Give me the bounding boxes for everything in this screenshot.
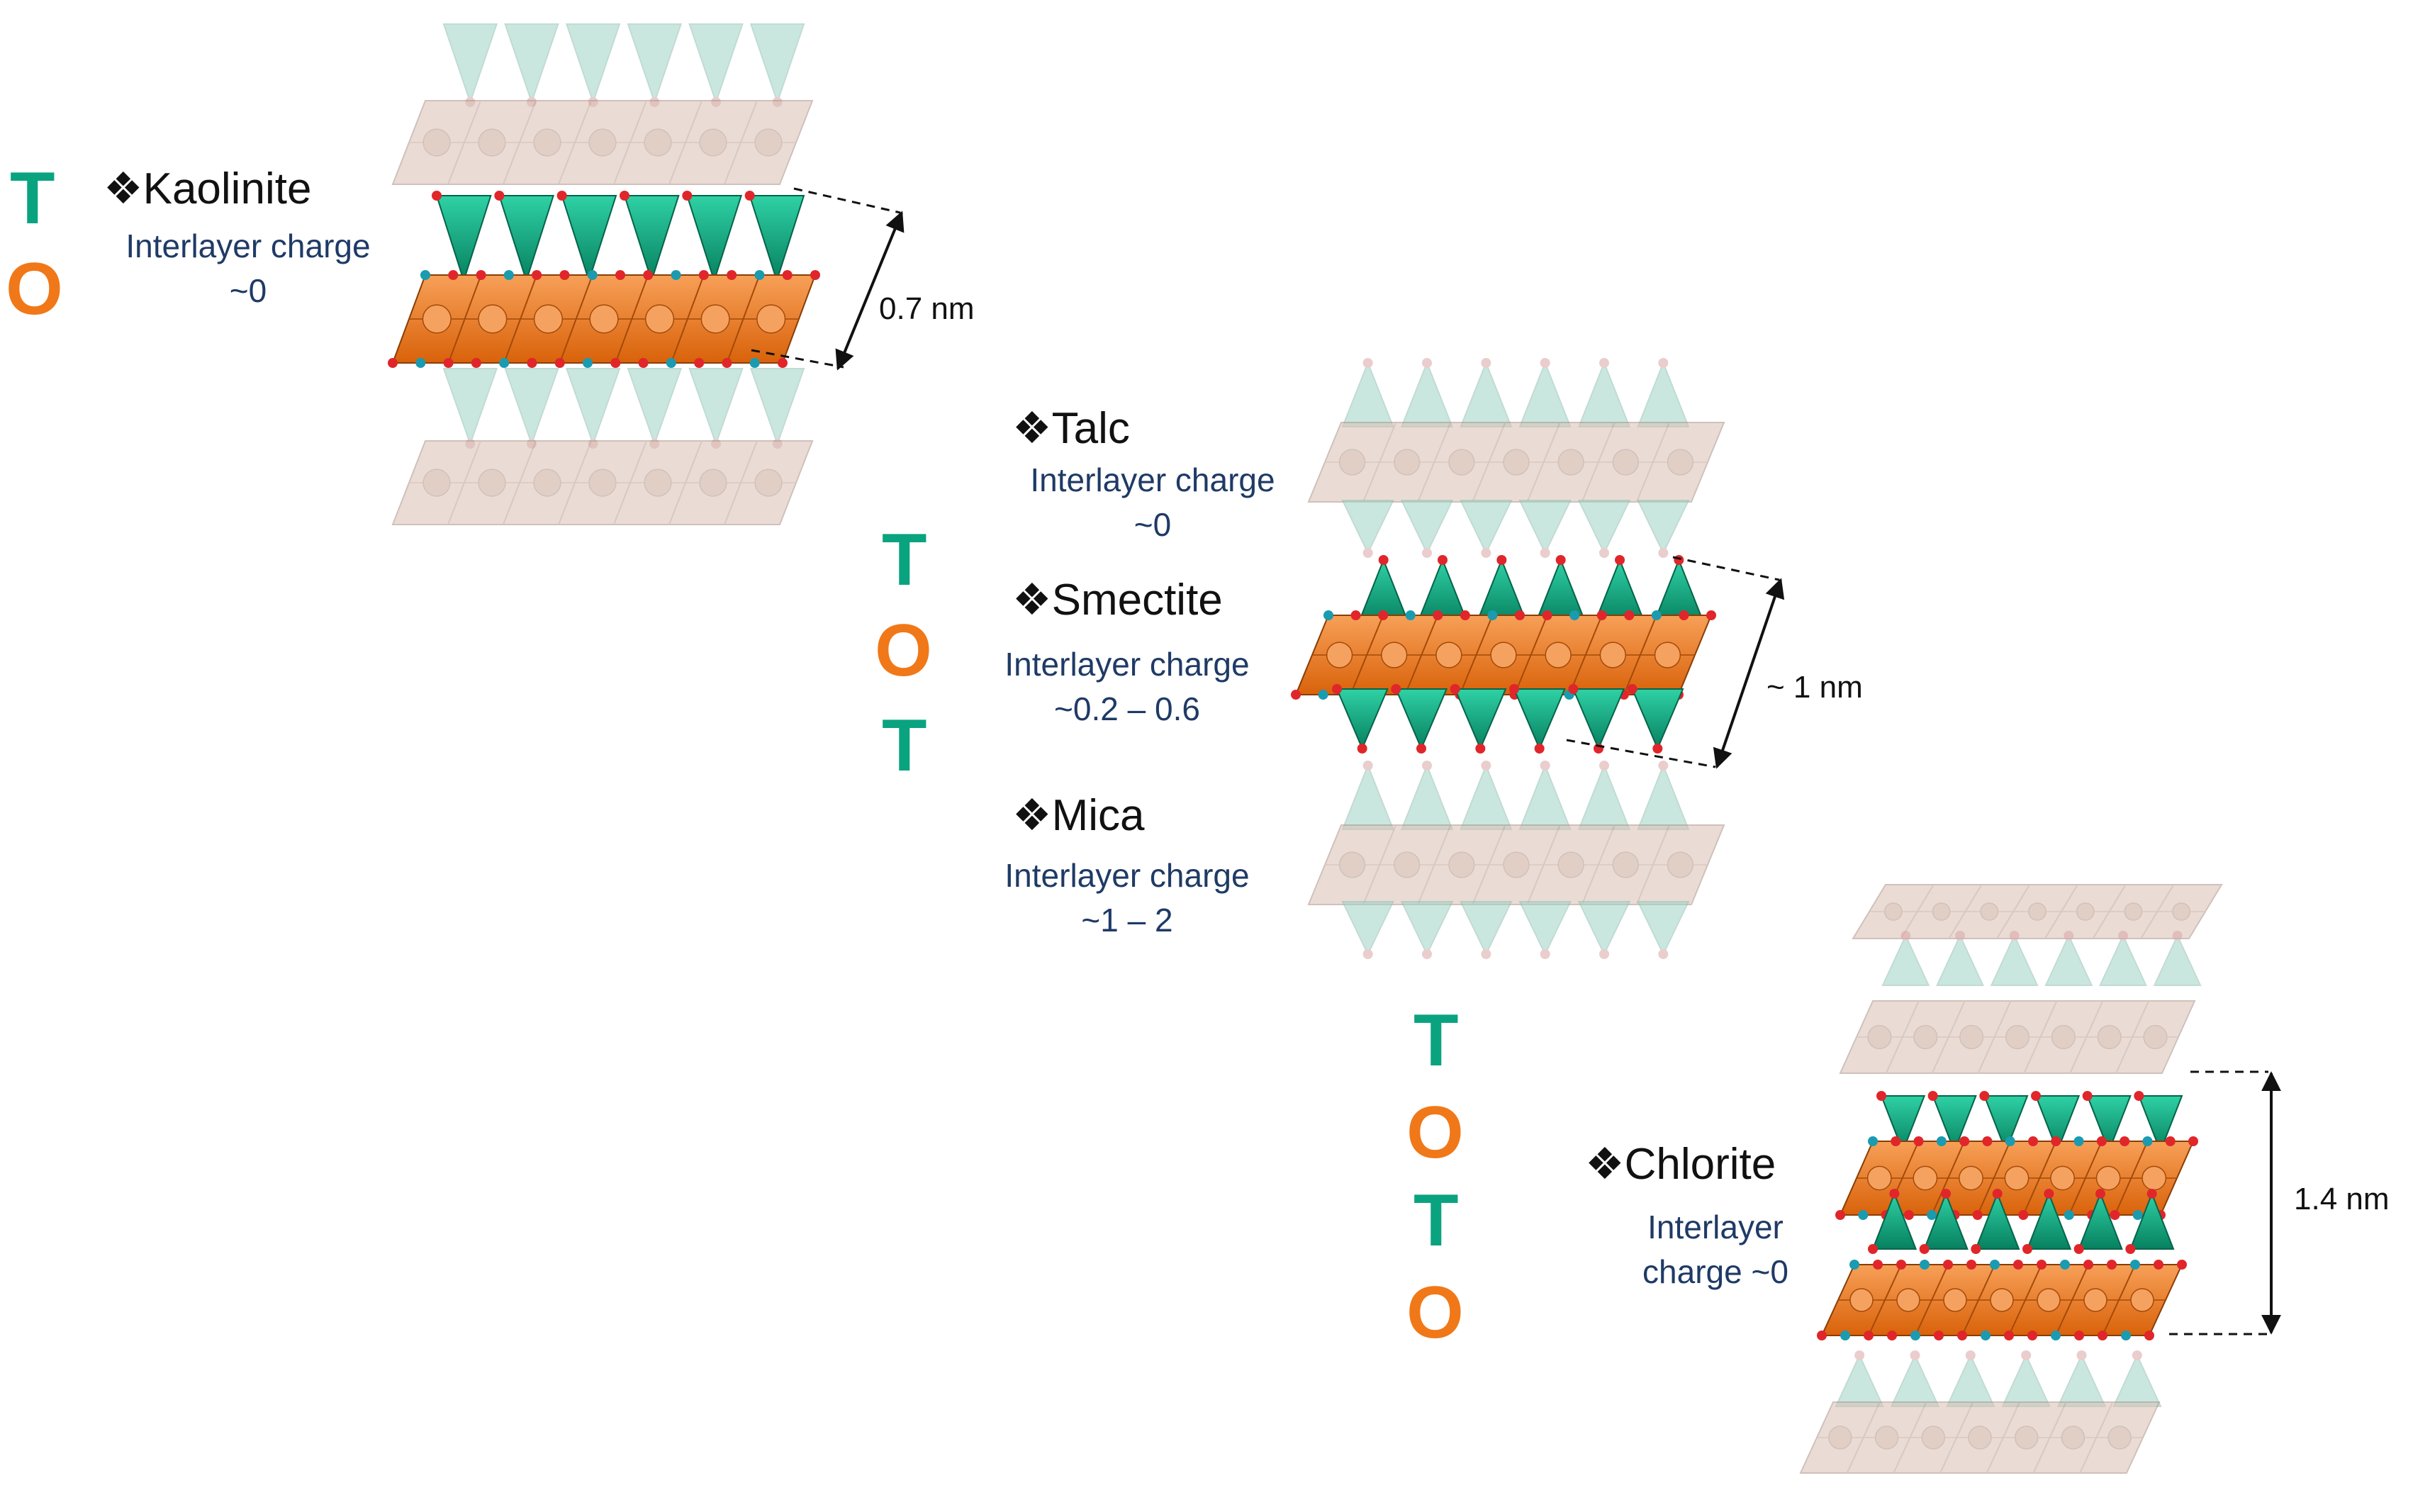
chlorite-charge-line2: charge ~0 xyxy=(1642,1253,1788,1291)
smectite-octahedral-sheet xyxy=(1291,610,1716,700)
chlorite-distance-label: 1.4 nm xyxy=(2294,1182,2390,1216)
kaolinite-layer-O: O xyxy=(6,248,63,330)
chlorite-octahedral-sheet-2 xyxy=(1817,1260,2187,1340)
smectite-charge-line1: Interlayer charge xyxy=(1004,646,1250,683)
diamond-bullet-icon: ❖ xyxy=(1012,404,1052,453)
kaolinite-octahedral-sheet xyxy=(388,270,820,368)
diamond-bullet-icon: ❖ xyxy=(1585,1140,1625,1189)
chlorite-octahedral-sheet-1 xyxy=(1835,1136,2198,1220)
smectite-distance-top-line xyxy=(1672,556,1780,581)
smectite-distance-bottom-line xyxy=(1566,739,1716,768)
chlorite-upper-tetrahedral-sheet xyxy=(1881,931,2202,986)
kaolinite-lower-tetrahedral-sheet xyxy=(442,368,805,449)
mica-title: ❖Mica xyxy=(1012,794,1145,838)
talc-charge-line2: ~0 xyxy=(1133,506,1172,544)
chlorite-charge-line1: Interlayer xyxy=(1647,1209,1784,1245)
chlorite-tetrahedral-sheet-2 xyxy=(1868,1189,2175,1254)
chlorite-layer-O-2: O xyxy=(1406,1272,1464,1354)
smectite-layer-T-bottom: T xyxy=(882,705,927,787)
smectite-distance-arrow xyxy=(1713,578,1785,769)
diamond-bullet-icon: ❖ xyxy=(1012,576,1052,625)
smectite-layer-T-top: T xyxy=(882,519,927,601)
kaolinite-charge-line1: Interlayer charge xyxy=(125,228,371,264)
smectite-charge-line2: ~0.2 – 0.6 xyxy=(1054,690,1200,728)
talc-octahedral-sheet xyxy=(1307,422,1725,503)
talc-lower-tetrahedral-sheet xyxy=(1341,500,1690,558)
kaolinite-tetrahedral-sheet xyxy=(432,191,805,286)
kaolinite-charge-line2: ~0 xyxy=(229,272,267,310)
kaolinite-charge: Interlayer charge ~0 xyxy=(99,224,397,314)
mica-charge: Interlayer charge ~1 – 2 xyxy=(978,853,1276,943)
mica-upper-tetrahedral-sheet xyxy=(1341,761,1690,830)
diamond-bullet-icon: ❖ xyxy=(1012,791,1052,840)
kaolinite-title: ❖Kaolinite xyxy=(103,167,311,211)
chlorite-pale-octahedral-sheet xyxy=(1839,1000,2196,1074)
chlorite-upper-octahedral-sheet xyxy=(1852,884,2223,939)
kaolinite-distance-top-line xyxy=(793,187,901,214)
chlorite-lower-octahedral-sheet xyxy=(1799,1401,2161,1474)
kaolinite-layer-T: T xyxy=(10,157,55,240)
chlorite-title: ❖Chlorite xyxy=(1585,1143,1776,1187)
kaolinite-name: Kaolinite xyxy=(142,164,312,213)
smectite-name: Smectite xyxy=(1051,576,1223,625)
kaolinite-distance-arrow xyxy=(835,211,905,371)
chlorite-lower-tetrahedral-sheet xyxy=(1835,1350,2162,1407)
chlorite-layer-T-1: T xyxy=(1413,999,1459,1082)
talc-name: Talc xyxy=(1051,404,1130,453)
talc-charge-line1: Interlayer charge xyxy=(1030,461,1275,498)
mica-charge-line2: ~1 – 2 xyxy=(1081,902,1173,939)
mica-lower-tetrahedral-sheet xyxy=(1341,901,1690,959)
chlorite-name: Chlorite xyxy=(1624,1140,1776,1189)
smectite-layer-O: O xyxy=(875,610,932,692)
smectite-charge: Interlayer charge ~0.2 – 0.6 xyxy=(978,642,1276,732)
kaolinite-distance-bottom-line xyxy=(751,349,844,369)
kaolinite-upper-octahedral-sheet xyxy=(391,100,814,185)
talc-upper-tetrahedral-sheet xyxy=(1341,358,1690,427)
talc-charge: Interlayer charge ~0 xyxy=(1004,458,1301,548)
smectite-distance-label: ~ 1 nm xyxy=(1767,670,1863,705)
smectite-title: ❖Smectite xyxy=(1012,578,1223,622)
kaolinite-distance-label: 0.7 nm xyxy=(879,291,975,326)
mica-charge-line1: Interlayer charge xyxy=(1004,857,1250,894)
mica-octahedral-sheet xyxy=(1307,824,1725,905)
smectite-lower-tetrahedral-sheet xyxy=(1332,684,1684,754)
chlorite-layer-T-2: T xyxy=(1413,1180,1459,1262)
kaolinite-upper-tetrahedral-sheet xyxy=(442,23,805,107)
kaolinite-lower-octahedral-sheet xyxy=(391,440,814,525)
mica-name: Mica xyxy=(1051,791,1145,840)
diamond-bullet-icon: ❖ xyxy=(103,164,143,213)
chlorite-layer-O-1: O xyxy=(1406,1092,1464,1174)
talc-title: ❖Talc xyxy=(1012,407,1130,451)
chlorite-charge: Interlayer charge ~0 xyxy=(1595,1205,1836,1295)
